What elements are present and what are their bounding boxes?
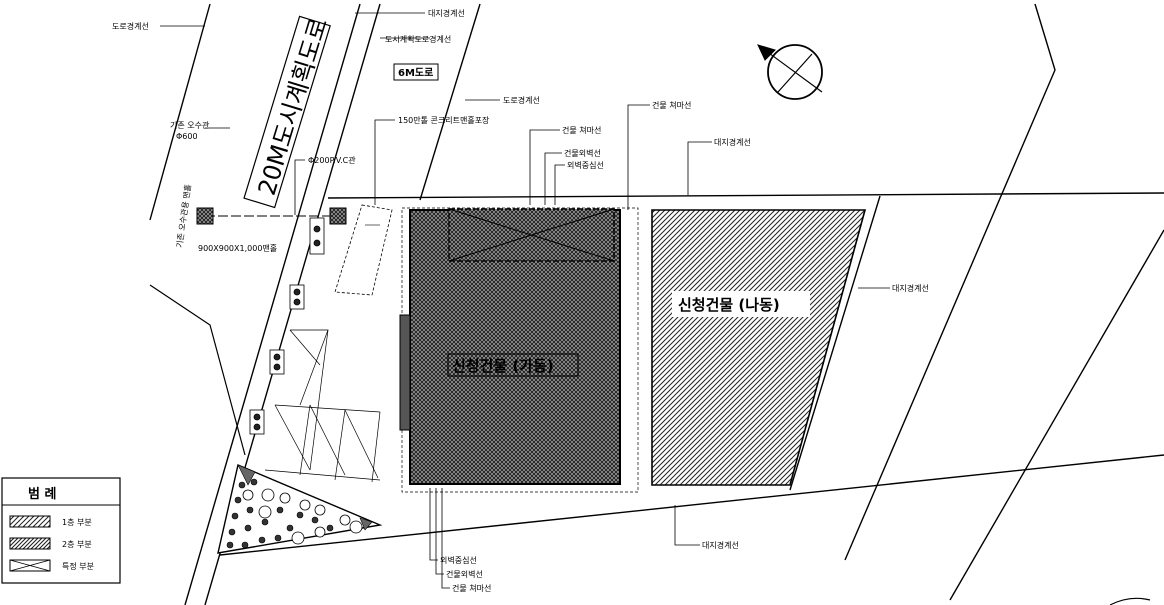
label-building-na: 신청건물 (나동) xyxy=(678,296,780,314)
road-labels: 도로경계선 대지경계선 도시계획도로경계선 도로경계선 6M도로 20M도시계획… xyxy=(112,8,540,209)
label-manhole-150: 150만톨 콘크리트맨홀포장 xyxy=(398,115,490,125)
label-existing-manhole: 기존 오수관용 맨홀 xyxy=(174,184,193,249)
north-arrow-icon xyxy=(757,44,823,100)
legend-label-special: 특정 부분 xyxy=(62,561,94,571)
new-manhole-symbol xyxy=(329,207,347,225)
label-pvc-pipe: Φ200P.V.C관 xyxy=(308,155,356,165)
label-site-boundary-bottom: 대지경계선 xyxy=(702,540,739,550)
label-site-boundary-right: 대지경계선 xyxy=(892,283,929,293)
label-site-boundary-top: 대지경계선 xyxy=(428,8,465,18)
landscape-area xyxy=(217,464,383,554)
label-bottom-bldg-setback: 건물 쳐마선 xyxy=(452,583,491,593)
label-bldg-setback-b: 건물 쳐마선 xyxy=(652,100,691,110)
six-m-road-box xyxy=(393,63,439,81)
label-existing-pipe-1: 기존 오수관 xyxy=(170,120,210,130)
legend-title: 범 례 xyxy=(28,486,56,502)
building-na: 신청건물 (나동) xyxy=(651,209,867,486)
legend: 범 례 1층 부분 2층 부분 특정 부분 xyxy=(1,477,121,584)
label-manhole-900: 900X900X1,000맨홀 xyxy=(198,243,277,253)
legend-label-1f: 1층 부분 xyxy=(62,518,92,527)
building-labels: 건물 쳐마선 건물외벽선 외벽중심선 건물 쳐마선 대지경계선 대지경계선 대지… xyxy=(440,100,929,593)
label-existing-pipe-2: Φ600 xyxy=(176,132,198,141)
label-bottom-outer-wall-center: 외벽중심선 xyxy=(440,555,477,565)
legend-swatch-2f xyxy=(9,537,51,550)
parking-area xyxy=(264,329,381,483)
label-building-ga: 신청건물 (가동) xyxy=(452,357,554,375)
existing-manhole-symbol xyxy=(196,207,214,225)
leader-lines xyxy=(160,12,890,589)
label-bldg-setback-a: 건물 쳐마선 xyxy=(562,125,601,135)
drain-symbols xyxy=(249,217,325,435)
label-site-boundary-right-top: 대지경계선 xyxy=(714,137,751,147)
legend-label-2f: 2층 부분 xyxy=(62,540,92,549)
legend-swatch-1f xyxy=(9,515,51,528)
label-outer-wall-center: 외벽중심선 xyxy=(567,160,604,170)
label-bottom-bldg-outer-wall: 건물외벽선 xyxy=(446,569,483,579)
label-six-m-road: 6M도로 xyxy=(398,67,433,79)
label-road-boundary-top: 도로경계선 xyxy=(112,21,149,31)
label-urban-road-boundary: 도시계획도로경계선 xyxy=(385,34,451,44)
label-road-boundary-mid: 도로경계선 xyxy=(503,95,540,105)
building-ga: 신청건물 (가동) xyxy=(399,207,639,493)
sewer-pipe xyxy=(196,204,393,296)
label-bldg-outer-wall: 건물외벽선 xyxy=(564,148,601,158)
